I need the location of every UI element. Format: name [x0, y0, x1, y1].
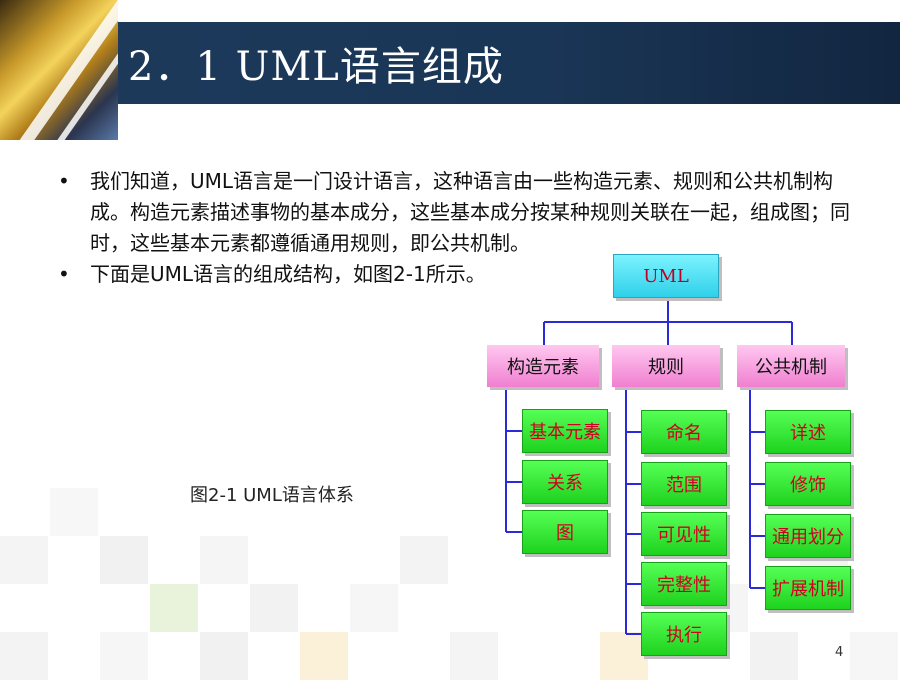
leaf-node-naming: 命名 — [641, 410, 727, 454]
category-node-common-mechanisms: 公共机制 — [737, 345, 845, 387]
figure-caption: 图2-1 UML语言体系 — [190, 485, 354, 506]
category-node-construct-elements: 构造元素 — [487, 345, 599, 387]
leaf-node-basic-elements: 基本元素 — [522, 409, 608, 453]
leaf-node-specification: 详述 — [765, 410, 851, 454]
title-band — [0, 22, 900, 104]
bullet-marker: • — [58, 169, 70, 193]
bullet-text: 我们知道，UML语言是一门设计语言，这种语言由一些构造元素、规则和公共机制构成。… — [90, 169, 850, 255]
leaf-node-scope: 范围 — [641, 462, 727, 506]
bullet-item: • 我们知道，UML语言是一门设计语言，这种语言由一些构造元素、规则和公共机制构… — [58, 166, 850, 259]
leaf-node-extensibility: 扩展机制 — [765, 566, 851, 610]
leaf-node-diagrams: 图 — [522, 510, 608, 554]
leaf-node-integrity: 完整性 — [641, 562, 727, 606]
header-gold-image — [0, 0, 118, 140]
category-node-rules: 规则 — [612, 345, 720, 387]
bullet-list: • 我们知道，UML语言是一门设计语言，这种语言由一些构造元素、规则和公共机制构… — [58, 166, 850, 290]
leaf-node-common-divisions: 通用划分 — [765, 514, 851, 558]
leaf-node-adornments: 修饰 — [765, 462, 851, 506]
uml-root-node: UML — [613, 254, 719, 298]
slide-title: 2．1 UML语言组成 — [128, 44, 504, 90]
bullet-text: 下面是UML语言的组成结构，如图2-1所示。 — [90, 262, 486, 286]
bullet-item: • 下面是UML语言的组成结构，如图2-1所示。 — [58, 259, 848, 290]
bullet-marker: • — [58, 262, 70, 286]
leaf-node-execution: 执行 — [641, 612, 727, 656]
leaf-node-relationships: 关系 — [522, 460, 608, 504]
page-number: 4 — [835, 645, 844, 660]
leaf-node-visibility: 可见性 — [641, 512, 727, 556]
